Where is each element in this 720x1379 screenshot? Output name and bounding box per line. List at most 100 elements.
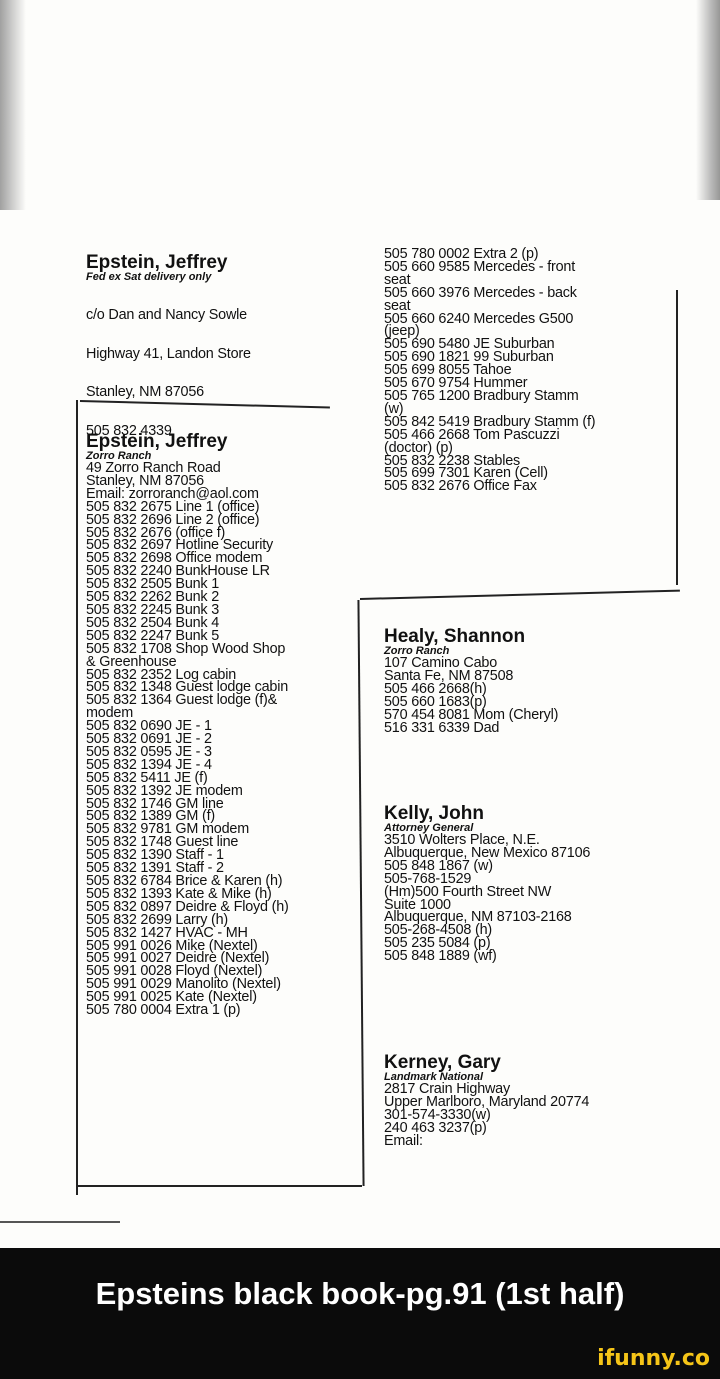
text-line: & Greenhouse	[86, 653, 177, 670]
contact-subtitle: Zorro Ranch	[384, 645, 450, 657]
text-line: Email: zorroranch@aol.com	[86, 485, 259, 502]
text-line: 505 832 1394 JE - 4	[86, 756, 212, 773]
text-line: 505 848 1889 (wf)	[384, 948, 497, 965]
scan-edge-right	[696, 0, 720, 200]
text-line: 505 832 2697 Hotline Security	[86, 537, 274, 554]
address-line: c/o Dan and Nancy Sowle	[86, 306, 247, 323]
text-line: 505 832 2675 Line 1 (office)	[86, 498, 260, 515]
phone-line: 505 832 4339	[86, 422, 172, 439]
contact-subtitle: Landmark National	[384, 1071, 484, 1083]
text-line: 505 832 1364 Guest lodge (f)&	[86, 692, 278, 709]
text-line: 49 Zorro Ranch Road	[86, 460, 221, 476]
contact-subtitle: Attorney General	[384, 822, 474, 834]
text-line: seat	[384, 271, 411, 288]
text-line: 505 832 1427 HVAC - MH	[86, 924, 248, 941]
text-line: 505 765 1200 Bradbury Stamm	[384, 387, 579, 404]
text-line: 505 832 2240 BunkHouse LR	[86, 563, 270, 580]
text-line: 505 660 3976 Mercedes - back	[384, 284, 577, 301]
text-line: 505 991 0025 Kate (Nextel)	[86, 989, 257, 1006]
text-line: 570 454 8081 Mom (Cheryl)	[384, 706, 559, 723]
text-line: Email:	[384, 1132, 423, 1149]
text-line: 505 991 0028 Floyd (Nextel)	[86, 963, 263, 980]
contact-name: Epstein, Jeffrey	[86, 431, 228, 452]
text-line: 505 832 0595 JE - 3	[86, 743, 212, 760]
contact-name: Epstein, Jeffrey	[86, 252, 228, 273]
box-border-right	[357, 600, 365, 1186]
text-line: 3510 Wolters Place, N.E.	[384, 832, 540, 848]
text-line: 505-768-1529	[384, 870, 472, 887]
text-line: 505 832 2238 Stables	[384, 452, 521, 469]
scanned-page: Epstein, Jeffrey Fed ex Sat delivery onl…	[0, 0, 720, 1223]
text-line: Suite 1000	[384, 896, 451, 913]
text-line: modem	[86, 705, 133, 722]
text-line: (w)	[384, 400, 404, 417]
contact-name: Kerney, Gary	[384, 1052, 501, 1073]
text-line: 240 463 3237(p)	[384, 1119, 487, 1136]
text-line: 505 832 2676 (office f)	[86, 524, 226, 541]
text-line: 505 832 2504 Bunk 4	[86, 614, 220, 631]
address-line: Highway 41, Landon Store	[86, 345, 251, 362]
vehicle-phone-list: 505 780 0002 Extra 2 (p)505 660 9585 Mer…	[384, 247, 596, 495]
text-line: 505 832 2676 Office Fax	[384, 478, 537, 495]
text-line: 505 842 5419 Bradbury Stamm (f)	[384, 413, 596, 430]
text-line: 505 832 2352 Log cabin	[86, 666, 237, 683]
box-border-bottom	[76, 1185, 362, 1187]
text-line: Stanley, NM 87056	[86, 472, 204, 489]
box-border-right-top	[676, 290, 678, 585]
contact-subtitle: Zorro Ranch	[86, 450, 152, 462]
text-line: 505 690 1821 99 Suburban	[384, 349, 554, 366]
text-line: 505 991 0027 Deidre (Nextel)	[86, 950, 270, 967]
text-line: 505 832 2505 Bunk 1	[86, 576, 220, 593]
contact-subtitle: Fed ex Sat delivery only	[86, 271, 212, 283]
text-line: 505 832 0691 JE - 2	[86, 731, 212, 748]
entry-kerney: Kerney, Gary Landmark National 2817 Crai…	[384, 1052, 590, 1149]
text-line: Albuquerque, NM 87103-2168	[384, 909, 572, 926]
text-line: 505 832 1393 Kate & Mike (h)	[86, 885, 272, 902]
address-line: Stanley, NM 87056	[86, 384, 204, 401]
text-line: 505 660 9585 Mercedes - front	[384, 258, 575, 275]
text-line: Upper Marlboro, Maryland 20774	[384, 1093, 590, 1110]
watermark-brand: ifunny.co	[597, 1346, 710, 1371]
text-line: 505 832 2245 Bunk 3	[86, 601, 220, 618]
caption-bar	[0, 1248, 720, 1379]
text-line: 505 832 2262 Bunk 2	[86, 589, 220, 606]
entry-epstein-fedex: Epstein, Jeffrey Fed ex Sat delivery onl…	[86, 252, 251, 464]
text-line: Albuquerque, New Mexico 87106	[384, 844, 591, 861]
text-line: 505 832 2699 Larry (h)	[86, 911, 229, 928]
text-line: 505 660 1683(p)	[384, 693, 487, 710]
text-line: (Hm)500 Fourth Street NW	[384, 883, 552, 900]
contact-name: Healy, Shannon	[384, 626, 526, 647]
box-border-divider	[359, 589, 680, 600]
text-line: 505 832 1348 Guest lodge cabin	[86, 679, 289, 696]
text-line: 505 832 1748 Guest line	[86, 834, 239, 851]
text-line: 301-574-3330(w)	[384, 1106, 491, 1123]
text-line: Santa Fe, NM 87508	[384, 667, 514, 684]
text-line: 505 466 2668 Tom Pascuzzi	[384, 426, 560, 443]
text-line: 505 991 0029 Manolito (Nextel)	[86, 976, 281, 993]
text-line: (jeep)	[384, 323, 420, 340]
text-line: 505 832 2698 Office modem	[86, 550, 263, 567]
entry-healy: Healy, Shannon Zorro Ranch 107 Camino Ca…	[384, 626, 559, 735]
scan-edge-left	[0, 0, 26, 210]
text-line: seat	[384, 297, 411, 314]
text-line: 505 832 2247 Bunk 5	[86, 627, 220, 644]
text-line: 505 235 5084 (p)	[384, 935, 491, 952]
text-line: 505 660 6240 Mercedes G500	[384, 310, 574, 327]
text-line: 505 832 5411 JE (f)	[86, 769, 208, 786]
box-border-left	[76, 400, 78, 1195]
text-line: 505 466 2668(h)	[384, 680, 487, 697]
meme-caption: Epsteins black book-pg.91 (1st half)	[95, 1276, 625, 1311]
text-line: 505 848 1867 (w)	[384, 857, 493, 874]
text-line: 505 832 0690 JE - 1	[86, 718, 212, 735]
contact-lines: 3510 Wolters Place, N.E.Albuquerque, New…	[384, 832, 591, 965]
text-line: 505 670 9754 Hummer	[384, 375, 528, 392]
text-line: 505-268-4508 (h)	[384, 922, 493, 939]
text-line: 505 832 1392 JE modem	[86, 782, 243, 799]
text-line: 505 832 1708 Shop Wood Shop	[86, 640, 286, 657]
text-line: 505 832 2696 Line 2 (office)	[86, 511, 260, 528]
entry-epstein-zorro: Epstein, Jeffrey Zorro Ranch 49 Zorro Ra…	[86, 431, 289, 1019]
text-line: 505 991 0026 Mike (Nextel)	[86, 937, 258, 954]
text-line: 505 690 5480 JE Suburban	[384, 336, 555, 353]
text-line: 505 780 0004 Extra 1 (p)	[86, 1002, 241, 1019]
